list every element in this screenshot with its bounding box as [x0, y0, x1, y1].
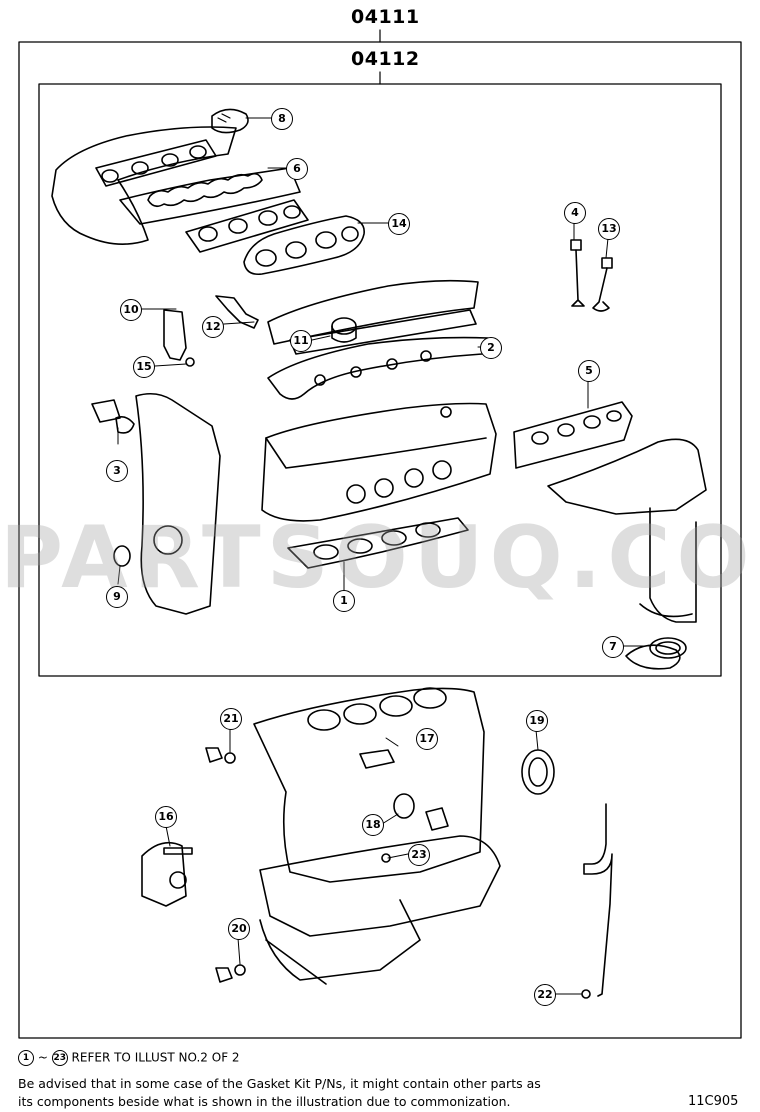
callout-19[interactable]: 19	[526, 710, 548, 732]
part-2-gasket	[267, 335, 489, 400]
part-16-pump	[141, 825, 193, 907]
callout-13[interactable]: 13	[598, 218, 620, 240]
part-21-plug	[205, 727, 236, 764]
callout-15[interactable]: 15	[133, 356, 155, 378]
callout-12[interactable]: 12	[202, 316, 224, 338]
callout-9[interactable]: 9	[106, 586, 128, 608]
advice-line-2: its components beside what is shown in t…	[18, 1094, 511, 1109]
part-14-gasket	[185, 199, 389, 276]
callout-11[interactable]: 11	[290, 330, 312, 352]
kit-inner-number: 04112	[351, 48, 420, 70]
kit-outer-number: 04111	[351, 6, 420, 28]
callout-3[interactable]: 3	[106, 460, 128, 482]
range-end-callout: 23	[51, 1050, 68, 1066]
part-1-head-gasket	[287, 517, 469, 591]
part-22-dipstick	[555, 803, 613, 999]
refer-text: REFER TO ILLUST NO.2 OF 2	[71, 1050, 240, 1065]
callout-2[interactable]: 2	[480, 337, 502, 359]
part-10-15-sensor	[141, 308, 195, 367]
callout-16[interactable]: 16	[155, 806, 177, 828]
callout-23[interactable]: 23	[408, 844, 430, 866]
footer-refer-line: 1 ~ 23 REFER TO ILLUST NO.2 OF 2	[18, 1050, 240, 1066]
range-separator: ~	[37, 1050, 48, 1065]
callout-10[interactable]: 10	[120, 299, 142, 321]
callout-18[interactable]: 18	[362, 814, 384, 836]
illustration-code: 11C905	[688, 1094, 739, 1109]
intake-manifold	[51, 126, 301, 245]
advice-line-1: Be advised that in some case of the Gask…	[18, 1076, 541, 1091]
callout-4[interactable]: 4	[564, 202, 586, 224]
callout-1[interactable]: 1	[333, 590, 355, 612]
callout-17[interactable]: 17	[416, 728, 438, 750]
callout-21[interactable]: 21	[220, 708, 242, 730]
part-20-plug	[215, 937, 246, 983]
part-5-gasket	[513, 379, 633, 469]
callout-22[interactable]: 22	[534, 984, 556, 1006]
part-6-gasket	[147, 167, 287, 208]
part-19-seal	[521, 729, 555, 795]
cylinder-head	[261, 402, 497, 522]
callout-5[interactable]: 5	[578, 360, 600, 382]
oil-pan	[259, 835, 501, 985]
part-7-ring	[623, 637, 687, 659]
callout-6[interactable]: 6	[286, 158, 308, 180]
part-4-13-valves	[570, 221, 613, 312]
timing-cover	[91, 392, 221, 615]
callout-20[interactable]: 20	[228, 918, 250, 940]
range-start-callout: 1	[18, 1050, 34, 1066]
callout-7[interactable]: 7	[602, 636, 624, 658]
cylinder-block	[253, 687, 485, 883]
callout-8[interactable]: 8	[271, 108, 293, 130]
part-8-cap	[211, 108, 272, 134]
callout-14[interactable]: 14	[388, 213, 410, 235]
part-12-sensor	[215, 295, 259, 329]
